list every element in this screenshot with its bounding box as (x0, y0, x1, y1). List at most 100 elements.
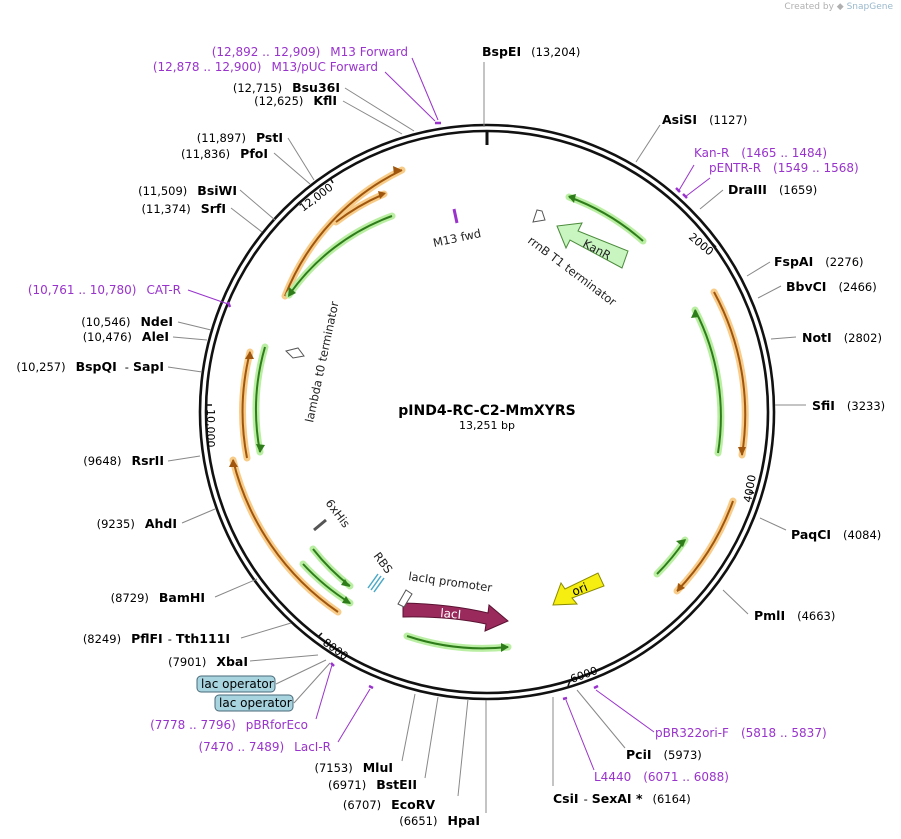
lambda-terminator-label: lambda t0 terminator (302, 300, 341, 424)
enzyme-bspqi-sep: - (125, 360, 129, 374)
orf-green-7-arrowhead (342, 596, 351, 604)
enzyme-xbai-name: XbaI (216, 654, 248, 669)
enzyme-kfli-pos: (12,625) (254, 94, 303, 108)
leader-srfi (230, 207, 263, 233)
primer-pbr322ori-range: (5818 .. 5837) (741, 726, 827, 740)
orf-orange-6-line (232, 459, 339, 613)
kanr-feature-arrow (556, 222, 629, 269)
primer-pentr-r-range: (1549 .. 1568) (773, 161, 859, 175)
leader-psti (287, 137, 315, 181)
primer-cat-r-range: (10,761 .. 10,780) (28, 283, 137, 297)
primer-leader-kanr (677, 164, 695, 193)
orf-green-2-arrowhead (568, 194, 576, 203)
enzyme-noti-name: NotI (802, 330, 832, 345)
orf-green-5-line (255, 346, 266, 453)
enzyme-pflfi-sep: - (168, 632, 172, 646)
primer-laci-r-name: LacI-R (294, 740, 331, 754)
orf-green-6-arrowhead (341, 579, 350, 587)
leader-ndei (177, 321, 212, 331)
orf-green-3 (691, 306, 725, 457)
enzyme-rsrii-name: RsrII (131, 453, 164, 468)
primer-m13-forward-name: M13 Forward (330, 45, 408, 59)
orf-arcs-green (252, 193, 725, 652)
primer-leader-catr (187, 289, 229, 305)
enzyme-asisi-name: AsiSI (662, 112, 697, 127)
enzyme-mlui-name: MluI (363, 760, 393, 775)
orf-green-1-arrowhead (288, 287, 296, 297)
orf-orange-2-arrowhead (378, 191, 386, 199)
primer-kan-r-name: Kan-R (694, 146, 729, 160)
orf-orange-5-arrowhead (245, 351, 254, 359)
enzyme-ecorv: (6707)EcoRV (343, 797, 435, 812)
primer-pbrforeco-name: pBRforEco (246, 718, 308, 732)
enzyme-csii-sep: - (584, 792, 588, 806)
sixhis-glyph (313, 518, 327, 532)
primer-cat-r: (10,761 .. 10,780)CAT-R (28, 283, 181, 297)
enzyme-paqci: PaqCI(4084) (791, 527, 881, 542)
enzyme-sapi-name: SapI (133, 359, 164, 374)
lac-operator-1-label: lac operator (201, 677, 274, 691)
enzyme-srfi: (11,374)SrfI (142, 201, 226, 216)
orf-orange-3-arrowhead (738, 447, 746, 456)
enzyme-pmli-name: PmlI (754, 608, 785, 623)
enzyme-kfli: (12,625)KflI (254, 93, 337, 108)
primer-tick-laci (368, 684, 374, 690)
leader-pfoi (273, 152, 311, 185)
enzyme-bsu36i: (12,715) Bsu36I (233, 80, 340, 95)
enzyme-pcii-pos: (5973) (664, 748, 702, 762)
orf-green-1-line (288, 215, 393, 296)
primer-m13-forward: (12,892 .. 12,909) M13 Forward (212, 45, 408, 59)
enzyme-ecorv-name: EcoRV (391, 797, 435, 812)
leader-draiii (699, 189, 724, 210)
enzyme-draiii: DraIII(1659) (728, 182, 817, 197)
enzyme-bamhi: (8729)BamHI (111, 590, 205, 605)
leader-bbvci (757, 285, 782, 299)
leader-rsrii (167, 455, 201, 462)
enzyme-srfi-name: SrfI (201, 201, 226, 216)
enzyme-bamhi-pos: (8729) (111, 591, 149, 605)
primer-m13-puc-forward: (12,878 .. 12,900)M13/pUC Forward (153, 60, 378, 74)
tick-12000 (329, 177, 334, 184)
enzyme-ahdi-pos: (9235) (97, 517, 135, 531)
primer-tick-l4440 (562, 696, 568, 701)
leader-pmli (722, 589, 749, 615)
enzyme-bspqi-name: BspQI (76, 359, 117, 374)
enzyme-pflfi-name: PflFI (131, 631, 163, 646)
enzyme-pmli-pos: (4663) (797, 609, 835, 623)
enzyme-bsu36i-pos: (12,715) (233, 81, 282, 95)
enzyme-paqci-name: PaqCI (791, 527, 831, 542)
enzyme-pflfi: (8249)PflFI-Tth111I (83, 631, 230, 646)
leader-ahdi (181, 508, 216, 524)
primer-kan-r: Kan-R(1465 .. 1484) (694, 146, 827, 160)
leader-ecorv (457, 698, 469, 797)
enzyme-ndei-pos: (10,546) (81, 315, 130, 329)
orf-orange-6-arrowhead (229, 459, 238, 467)
enzyme-noti-pos: (2802) (844, 331, 882, 345)
enzyme-alei-pos: (10,476) (83, 330, 132, 344)
primer-tick-pbrforeco (330, 662, 335, 667)
enzyme-labels: BspEI(13,204) AsiSI(1127) DraIII(1659) F… (16, 44, 885, 828)
primer-tick-pbr322 (593, 684, 599, 690)
enzyme-bsu36i-name: Bsu36I (292, 80, 340, 95)
primer-tick-catr (226, 301, 232, 308)
orf-orange-4-arrowhead (677, 583, 685, 592)
enzyme-draiii-pos: (1659) (779, 183, 817, 197)
enzyme-pfoi: (11,836)PfoI (181, 146, 268, 161)
enzyme-bsiwi: (11,509)BsiWI (138, 183, 237, 198)
m13-fwd-glyph (452, 208, 459, 224)
enzyme-mlui-pos: (7153) (314, 761, 352, 775)
enzyme-ahdi: (9235)AhdI (97, 516, 177, 531)
orf-orange-5-line (241, 351, 251, 459)
orf-orange-1-arrowhead (393, 166, 402, 175)
leader-bsu36i (344, 87, 415, 132)
tick-label-12000: 12,000 (297, 181, 336, 215)
orf-orange-4 (673, 497, 737, 595)
primer-m13-forward-range: (12,892 .. 12,909) (212, 45, 321, 59)
orf-arcs-orange (229, 166, 749, 616)
enzyme-bspei: BspEI(13,204) (482, 44, 580, 59)
lambda-terminator-glyph (285, 347, 305, 359)
primer-tick-pentr (682, 193, 688, 199)
enzyme-csii-name: CsiI (553, 791, 579, 806)
enzyme-pfoi-pos: (11,836) (181, 147, 230, 161)
